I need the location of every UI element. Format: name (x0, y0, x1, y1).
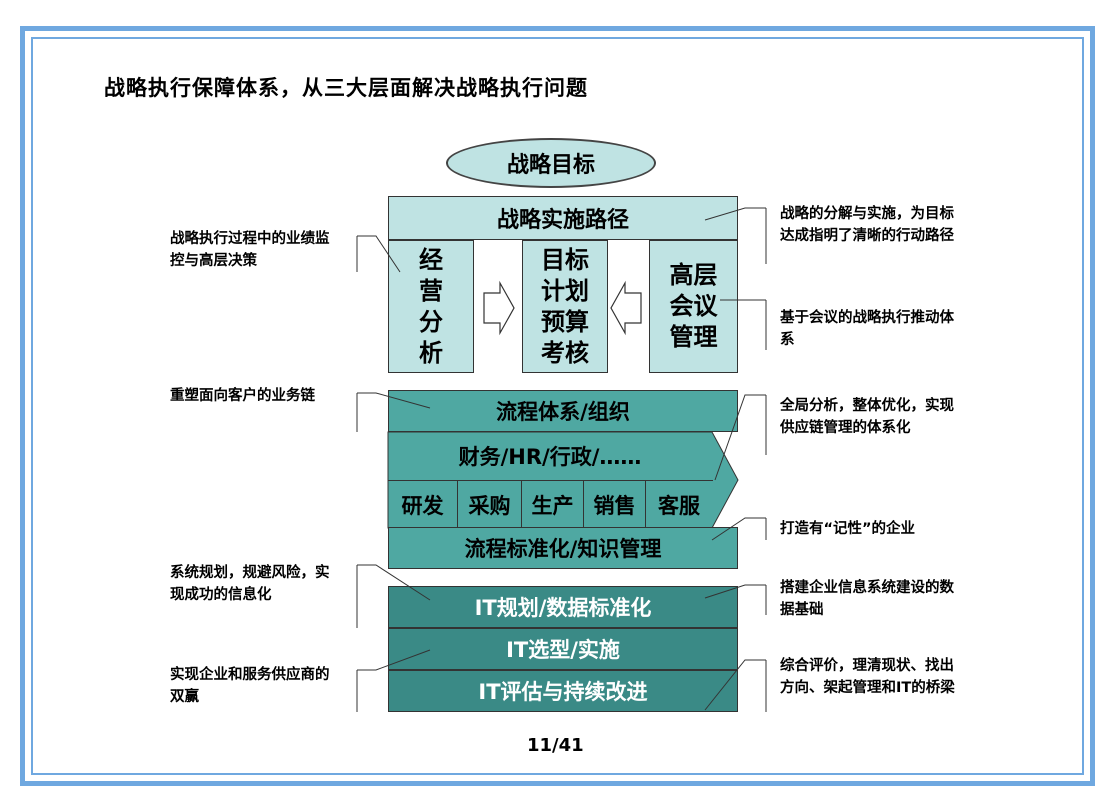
note-memory-enterprise: 打造有“记性”的企业 (780, 521, 916, 537)
note-win-win: 实现企业和服务供应商的双赢 (170, 667, 330, 705)
it-evaluation-row: IT评估与持续改进 (388, 670, 738, 712)
executive-meeting: 高层 会议 管理 (649, 240, 738, 373)
function-sales: 销售 (584, 481, 646, 528)
note-strategy-decomposition: 战略的分解与实施，为目标达成指明了清晰的行动路径 (780, 206, 954, 244)
inner-frame (31, 37, 1084, 775)
function-production: 生产 (522, 481, 584, 528)
page-number: 11/41 (527, 735, 584, 756)
page-title: 战略执行保障体系，从三大层面解决战略执行问题 (104, 76, 588, 100)
note-performance-monitoring: 战略执行过程中的业绩监控与高层决策 (170, 231, 330, 269)
function-row: 研发 采购 生产 销售 客服 (388, 480, 713, 528)
target-plan-budget: 目标 计划 预算 考核 (522, 240, 608, 373)
note-global-analysis: 全局分析，整体优化，实现供应链管理的体系化 (780, 398, 954, 436)
strategy-goal: 战略目标 (446, 138, 656, 188)
strategy-path: 战略实施路径 (388, 196, 738, 240)
note-system-planning: 系统规划，规避风险，实现成功的信息化 (170, 565, 330, 603)
note-business-chain: 重塑面向客户的业务链 (170, 388, 315, 404)
it-planning-row: IT规划/数据标准化 (388, 586, 738, 628)
function-service: 客服 (658, 493, 700, 518)
function-purchase: 采购 (458, 481, 522, 528)
left-arrow-icon (610, 280, 642, 336)
business-analysis: 经 营 分 析 (388, 240, 474, 373)
function-rd: 研发 (388, 481, 458, 528)
it-selection-row: IT选型/实施 (388, 628, 738, 670)
note-data-foundation: 搭建企业信息系统建设的数据基础 (780, 580, 954, 618)
outer-frame (20, 26, 1095, 786)
right-arrow-icon (483, 280, 515, 336)
finance-hr-row: 财务/HR/行政/…… (458, 445, 642, 469)
note-meeting-system: 基于会议的战略执行推动体系 (780, 310, 954, 348)
standardization-row: 流程标准化/知识管理 (388, 527, 738, 569)
note-evaluation: 综合评价，理清现状、找出方向、架起管理和IT的桥梁 (780, 658, 955, 696)
